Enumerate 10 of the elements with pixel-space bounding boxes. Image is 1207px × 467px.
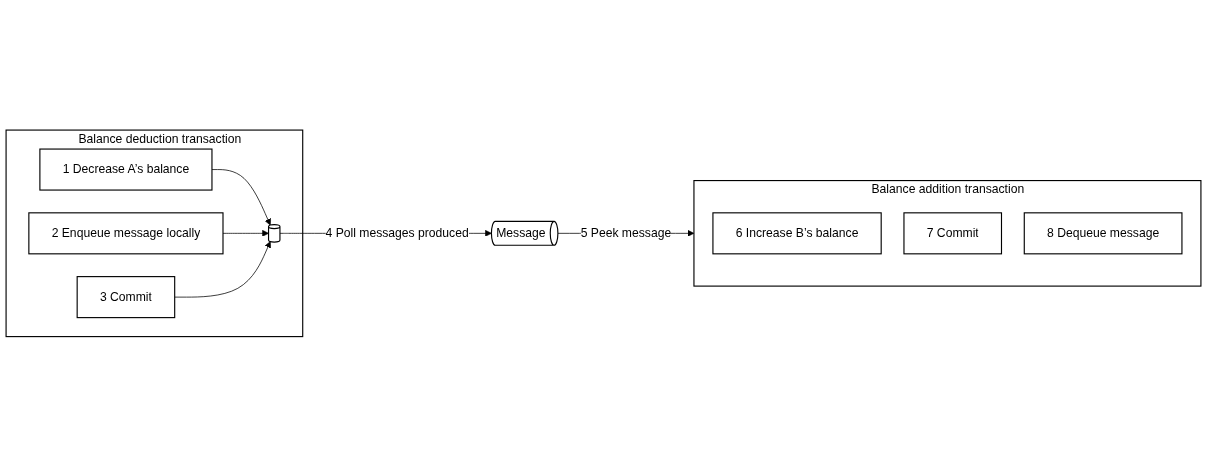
node-box: 8 Dequeue message	[1023, 212, 1183, 255]
node-box: 1 Decrease A’s balance	[39, 148, 213, 191]
node-box: 7 Commit	[903, 212, 1003, 255]
node-cylinder	[268, 224, 281, 243]
node-box: 2 Enqueue message locally	[28, 212, 224, 255]
node-box: 3 Commit	[76, 276, 176, 319]
node-text: Message	[496, 226, 546, 240]
node-box: 6 Increase B’s balance	[712, 212, 882, 255]
edge-label: 4 Poll messages produced	[325, 226, 469, 240]
edge-label: 5 Peek message	[580, 226, 672, 240]
